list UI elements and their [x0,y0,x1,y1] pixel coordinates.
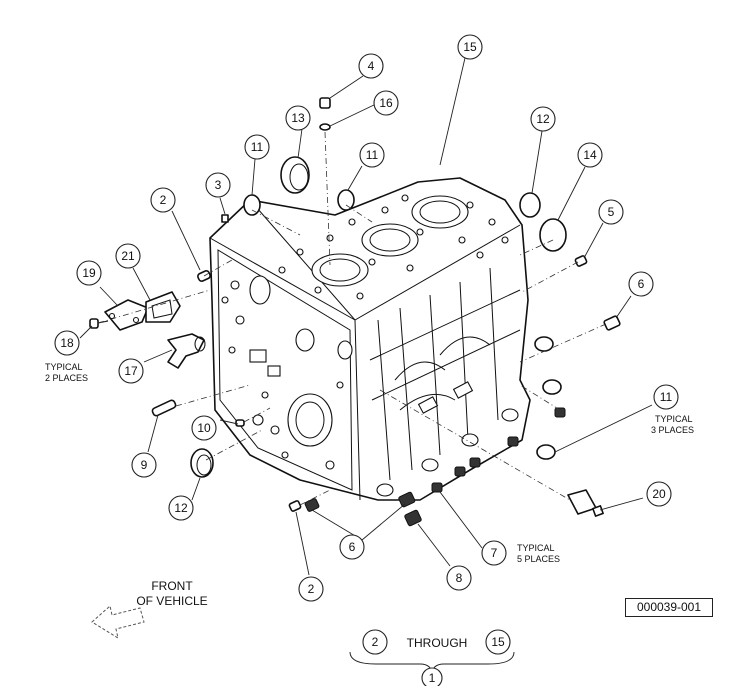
callout-14: 14 [577,142,603,168]
plug-8 [404,509,422,527]
svg-text:11: 11 [660,390,673,404]
callout-12-lower: 12 [168,495,194,521]
svg-text:4: 4 [368,59,375,73]
svg-text:14: 14 [583,148,597,162]
callout-3: 3 [205,172,231,198]
plug-4 [319,97,331,109]
typical-3-places-line1: TYPICAL [655,414,693,424]
svg-text:2: 2 [372,635,379,649]
callout-18: 18 [54,330,80,356]
callout-21: 21 [115,243,141,269]
callout-7: 7 [481,540,507,566]
svg-text:13: 13 [291,111,305,125]
svg-text:10: 10 [197,421,211,435]
plugs-6-lower [304,491,416,512]
callout-12-upper: 12 [530,106,556,132]
drawing-number-box: 000039-001 [625,598,713,617]
svg-text:1: 1 [429,671,436,685]
svg-text:2: 2 [160,193,167,207]
svg-text:9: 9 [141,458,148,472]
plugs-7 [431,407,566,493]
gasket-21 [145,291,181,323]
svg-text:15: 15 [491,635,505,649]
svg-text:20: 20 [652,487,666,501]
callout-11-right: 11 [653,384,679,410]
cup-plugs-11-right [534,336,562,460]
callout-19: 19 [76,260,102,286]
cup-plug-12-upper [519,192,541,218]
callout-20: 20 [646,481,672,507]
bolt-18 [89,318,109,329]
callout-9: 9 [131,452,157,478]
front-label-line2: OF VEHICLE [136,594,207,608]
svg-text:6: 6 [638,277,645,291]
alignment-lines [97,131,607,506]
callout-2-range-start: 2 [362,629,388,655]
typical-5-places-line2: 5 PLACES [517,554,560,564]
typical-5-places-line1: TYPICAL [517,543,555,553]
cup-plug-12-lower [190,448,214,478]
callout-15-range-end: 15 [485,629,511,655]
cylinder-block [209,177,531,501]
front-arrow-icon [91,605,145,640]
svg-text:18: 18 [60,336,74,350]
callout-10: 10 [191,415,217,441]
front-label-line1: FRONT [151,579,193,593]
svg-text:7: 7 [491,546,498,560]
svg-text:11: 11 [366,148,379,162]
cup-plug-14 [539,218,567,252]
sensor-20 [567,489,604,517]
callout-17: 17 [118,358,144,384]
o-ring-16 [319,123,331,131]
leader-lines [79,57,653,676]
svg-text:17: 17 [124,364,138,378]
callout-2-upper: 2 [150,187,176,213]
svg-text:11: 11 [251,140,264,154]
callout-6-lower: 6 [339,534,365,560]
callout-5: 5 [598,199,624,225]
svg-text:2: 2 [308,582,315,596]
pin-10 [235,419,245,427]
cup-plug-11-upper-center [337,189,355,211]
callout-1: 1 [421,667,443,686]
callout-6-right: 6 [628,271,654,297]
dowel-5 [574,255,588,267]
svg-text:15: 15 [463,40,477,54]
svg-text:3: 3 [215,178,222,192]
svg-text:21: 21 [121,249,135,263]
svg-text:16: 16 [379,96,393,110]
callout-11-upper-center: 11 [359,142,385,168]
typical-3-places-line2: 3 PLACES [651,425,694,435]
fitting-17 [167,333,206,369]
range-through-label: THROUGH [407,636,468,650]
svg-text:12: 12 [536,112,550,126]
svg-text:19: 19 [82,266,96,280]
svg-text:6: 6 [349,540,356,554]
dowel-2-lower [288,500,302,512]
typical-2-places-line1: TYPICAL [45,362,83,372]
cup-plug-11-upper-left [243,194,261,216]
callout-15: 15 [457,34,483,60]
callout-16: 16 [373,90,399,116]
callout-2-lower: 2 [298,576,324,602]
callout-13: 13 [285,105,311,131]
svg-text:12: 12 [174,501,188,515]
pin-3 [221,214,229,223]
svg-text:8: 8 [456,571,463,585]
callout-8: 8 [446,565,472,591]
typical-2-places-line2: 2 PLACES [45,373,88,383]
stud-9 [151,399,177,417]
callout-11-upper-left: 11 [244,134,270,160]
cup-plug-13 [280,156,310,194]
svg-text:5: 5 [608,205,615,219]
callout-4: 4 [358,53,384,79]
plug-6-right [603,315,621,331]
